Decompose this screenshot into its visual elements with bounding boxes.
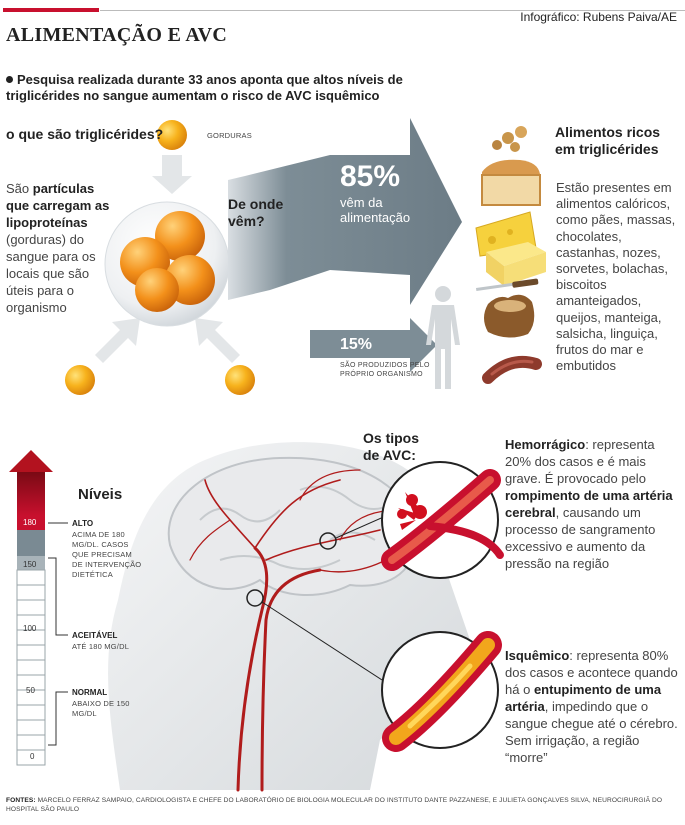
hemorrhagic-inset-icon: [381, 461, 504, 579]
lede: Pesquisa realizada durante 33 anos apont…: [6, 72, 476, 104]
fat-droplet-right-icon: [225, 365, 255, 395]
what-are-heading: o que são triglicérides?: [6, 126, 164, 142]
sources-footer: FONTES: MARCELO FERRAZ SAMPAIO, CARDIOLO…: [6, 796, 681, 814]
levels-scale: [9, 450, 68, 766]
foods-text: Estão presentes em alimentos calóricos, …: [556, 180, 676, 374]
isq-a: : representa 80% dos casos e acontece qu…: [505, 648, 678, 697]
sack-icon: [484, 294, 535, 338]
level-alto-title: ALTO: [72, 519, 94, 528]
fontes-label: FONTES:: [6, 797, 36, 804]
avc-heading: Os tipos de AVC:: [363, 430, 420, 463]
arrow-diagonal-right-icon: [195, 318, 240, 363]
hemo-a: : representa 20% dos casos e é mais grav…: [505, 437, 655, 486]
level-normal-title: NORMAL: [72, 688, 108, 697]
gorduras-label: GORDURAS: [207, 131, 252, 140]
level-aceitavel-title: ACEITÁVEL: [72, 631, 118, 640]
arrow-down-icon: [152, 155, 192, 194]
credit-line: Infográfico: Rubens Paiva/AE: [520, 10, 677, 24]
level-alto-sub: ACIMA DE 180 MG/DL. CASOS QUE PRECISAM D…: [72, 530, 142, 579]
tick-150: 150: [23, 560, 37, 569]
hemo-b: , causando um processo de sangramento ex…: [505, 505, 656, 571]
definition-text: São partículas que carregam as lipoprote…: [6, 180, 118, 316]
ischemic-marker-icon: [246, 589, 264, 607]
bread-icon: [481, 159, 541, 206]
tick-180: 180: [23, 518, 37, 527]
bullet-icon: [6, 76, 13, 83]
isq-b: , impedindo que o sangue chegue até o cé…: [505, 699, 678, 765]
arrow-up-icon: [9, 450, 53, 472]
levels-heading: Níveis: [78, 486, 123, 503]
hemorrhagic-marker-icon: [319, 532, 337, 550]
sources-heading: De onde vêm?: [228, 196, 284, 229]
sausage-icon: [482, 355, 542, 384]
level-aceitavel-sub: ATÉ 180 MG/DL: [72, 642, 130, 651]
arrow-diagonal-left-icon: [95, 318, 140, 363]
fontes-text: MARCELO FERRAZ SAMPAIO, CARDIOLOGISTA E …: [6, 797, 663, 813]
knife-icon: [476, 278, 539, 291]
tick-50: 50: [26, 686, 35, 695]
def-intro: São: [6, 181, 30, 196]
level-normal-sub: ABAIXO DE 150 MG/DL: [72, 699, 130, 718]
arrow-15-percent: [310, 318, 437, 372]
tick-100: 100: [23, 624, 37, 633]
foods-heading: Alimentos ricos em triglicérides: [555, 124, 661, 157]
isq-bold: Isquêmico: [505, 648, 570, 663]
human-silhouette-icon: [426, 286, 460, 389]
hemo-bold: Hemorrágico: [505, 437, 586, 452]
ischemic-inset-icon: [381, 631, 502, 752]
pct-body-sub: SÃO PRODUZIDOS PELO PRÓPRIO ORGANISMO: [340, 362, 430, 378]
def-bold: partículas que carregam as lipoproteínas: [6, 181, 110, 230]
lede-text: Pesquisa realizada durante 33 anos apont…: [6, 72, 403, 103]
def-rest: (gorduras) do sangue para os locais que …: [6, 232, 96, 315]
ischemic-text: Isquêmico: representa 80% dos casos e ac…: [505, 647, 683, 766]
title-accent-bar: [3, 8, 99, 12]
pct-food: 85%: [340, 160, 401, 193]
isq-bold2: entupimento de uma artéria: [505, 682, 662, 714]
hemo-bold2: rompimento de uma artéria cerebral: [505, 488, 673, 520]
fat-droplet-icon: [157, 120, 187, 150]
nuts-icon: [492, 126, 527, 152]
pct-body: 15%: [340, 336, 373, 353]
fat-droplet-left-icon: [65, 365, 95, 395]
pct-food-sub: vêm da alimentação: [340, 195, 411, 225]
page-title: ALIMENTAÇÃO E AVC: [6, 24, 228, 46]
header-rule: [100, 10, 685, 11]
arrow-85-percent: [228, 118, 462, 305]
butter-icon: [486, 242, 546, 286]
tick-0: 0: [30, 752, 35, 761]
hemorrhagic-text: Hemorrágico: representa 20% dos casos e …: [505, 436, 683, 572]
